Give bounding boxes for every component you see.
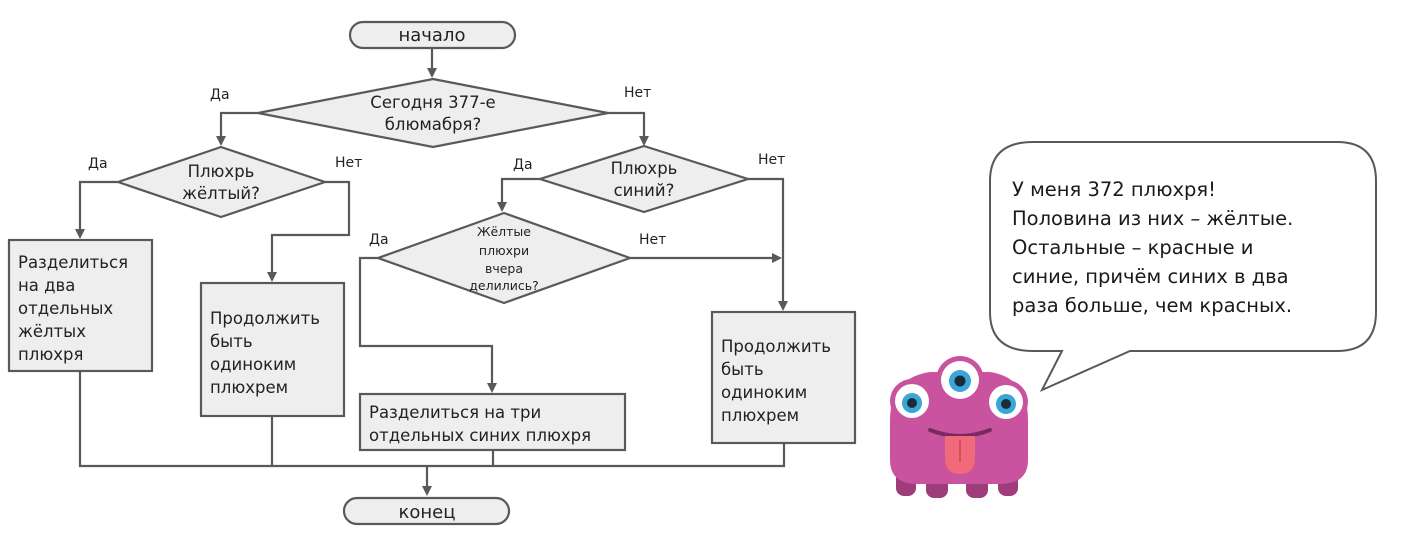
decision-yellow: Плюхрь жёлтый?	[114, 145, 329, 219]
decision-yesterday-line4: делились?	[469, 278, 538, 293]
speech-line: Остальные – красные и	[1012, 236, 1254, 259]
start-label: начало	[399, 25, 466, 46]
action-stay-alone-left-line: одиноким	[210, 355, 296, 374]
action-split-two-line: на два	[18, 276, 75, 295]
decision-yesterday: Жёлтые плюхри вчера делились?	[374, 211, 634, 305]
decision-yellow-line2: жёлтый?	[182, 184, 260, 203]
decision-yesterday-line3: вчера	[485, 261, 523, 276]
action-split-two-line: плюхря	[18, 345, 83, 364]
action-split-two-line: отдельных	[18, 299, 113, 318]
no-label-blue: Нет	[758, 152, 785, 168]
action-stay-alone-right-line: одиноким	[721, 383, 807, 402]
action-stay-alone-left-line: быть	[210, 332, 253, 351]
yes-label-yesterday: Да	[369, 232, 389, 248]
no-label-yesterday: Нет	[639, 232, 666, 248]
speech-bubble	[989, 141, 1377, 393]
end-label: конец	[399, 502, 456, 523]
action-stay-alone-left-line: Продолжить	[210, 309, 320, 328]
action-stay-alone-right: Продолжить быть одиноким плюхрем	[710, 310, 857, 445]
speech-line: синие, причём синих в два	[1012, 265, 1289, 288]
decision-blue: Плюхрь синий?	[536, 144, 752, 214]
speech-line: Половина из них – жёлтые.	[1012, 207, 1294, 230]
action-split-two-line: Разделиться	[18, 253, 128, 272]
speech-line: раза больше, чем красных.	[1012, 294, 1293, 317]
decision-date-line1: Сегодня 377-е	[370, 93, 495, 112]
pink-three-eyed-monster-icon	[890, 356, 1028, 498]
speech-line: У меня 372 плюхря!	[1012, 178, 1216, 201]
decision-date-line2: блюмабря?	[385, 115, 482, 134]
yes-label-yellow: Да	[88, 156, 108, 172]
speech-bubble-text: У меня 372 плюхря! Половина из них – жёл…	[1012, 175, 1372, 320]
action-split-three-line: Разделиться на три	[369, 403, 541, 422]
start-terminal: начало	[348, 20, 517, 50]
decision-yellow-line1: Плюхрь	[188, 162, 255, 181]
action-split-two-line: жёлтых	[18, 322, 86, 341]
no-label-yellow: Нет	[335, 155, 362, 171]
action-stay-alone-right-line: быть	[721, 360, 764, 379]
decision-blue-line2: синий?	[614, 181, 675, 200]
action-stay-alone-left-line: плюхрем	[210, 378, 288, 397]
connectors	[75, 48, 788, 496]
decision-date: Сегодня 377-е блюмабря?	[257, 77, 609, 149]
decision-yesterday-line1: Жёлтые	[477, 224, 531, 239]
action-stay-alone-left: Продолжить быть одиноким плюхрем	[199, 281, 346, 418]
action-split-three: Разделиться на три отдельных синих плюхр…	[358, 392, 627, 452]
action-stay-alone-right-line: Продолжить	[721, 337, 831, 356]
decision-blue-line1: Плюхрь	[611, 159, 678, 178]
end-terminal: конец	[342, 496, 511, 526]
decision-yesterday-line2: плюхри	[479, 243, 529, 258]
yes-label-blue: Да	[513, 157, 533, 173]
yes-label-date: Да	[210, 87, 230, 103]
action-split-two: Разделиться на два отдельных жёлтых плюх…	[7, 238, 154, 373]
no-label-date: Нет	[624, 85, 651, 101]
action-stay-alone-right-line: плюхрем	[721, 406, 799, 425]
action-split-three-line: отдельных синих плюхря	[369, 426, 591, 445]
